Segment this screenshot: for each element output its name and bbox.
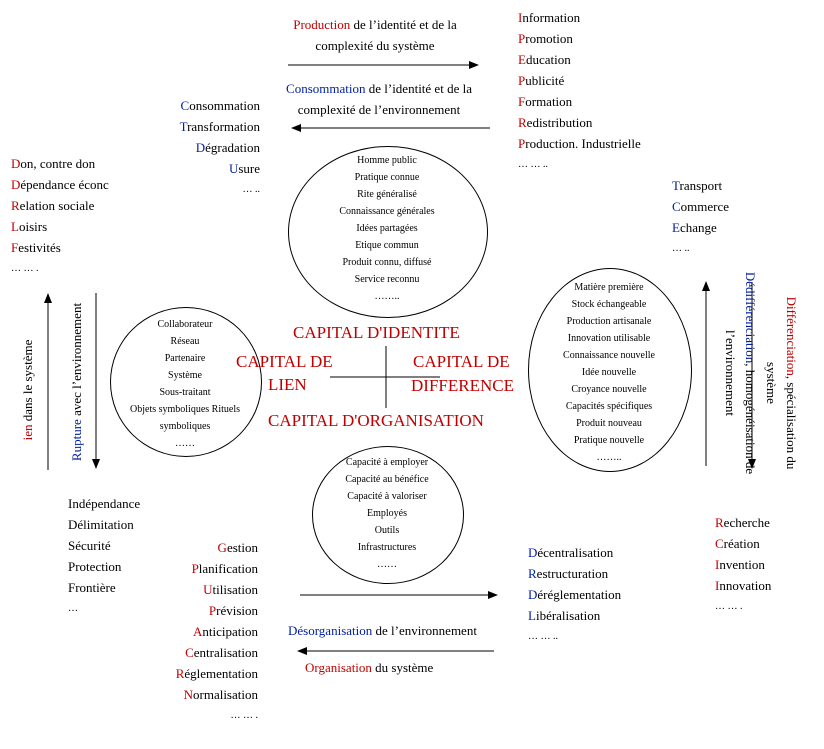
left-lower-list: Indépendance Délimitation Sécurité Prote… — [68, 496, 141, 614]
circle-difference-items: Matière première Stock échangeable Produ… — [563, 282, 655, 463]
capital-organisation: CAPITAL D'ORGANISATION — [268, 411, 484, 430]
circle-lien — [110, 307, 262, 457]
top-left-list: Consommation Transformation Dégradation … — [179, 98, 260, 195]
vertical-rupture: Rupture avec l’environnement — [69, 302, 84, 462]
bottom-left-list: Gestion Planification Utilisation Prévis… — [175, 540, 258, 721]
circle-identite — [288, 146, 488, 318]
vertical-diff: Différenciation, spécialisation du systè… — [764, 296, 799, 470]
capital-lien-line1: CAPITAL DE — [236, 352, 333, 371]
capital-lien-line2: LIEN — [268, 375, 307, 394]
top-right-list: Information Promotion Education Publicit… — [518, 10, 641, 170]
vertical-lien-systeme: ien dans le système — [20, 339, 35, 441]
circle-organisation — [312, 446, 464, 584]
left-list: Don, contre don Dépendance éconc Relatio… — [11, 156, 109, 274]
capital-difference-line2: DIFFERENCE — [411, 376, 514, 395]
organisation-caption: Organisation du système — [305, 660, 434, 675]
right-lower-list: Recherche Création Invention Innovation … — [715, 515, 772, 612]
vertical-dediff: Dédifférenciation, homogénéisation de l’… — [723, 271, 758, 475]
right-list: Transport Commerce Echange … .. — [672, 178, 730, 254]
desorganisation-caption: Désorganisation de l’environnement — [288, 623, 477, 638]
production-caption: Production de l’identité et de la comple… — [293, 17, 457, 53]
capital-identite: CAPITAL D'IDENTITE — [293, 323, 460, 342]
bottom-right-list: Décentralisation Restructuration Dérégle… — [528, 545, 622, 642]
circle-identite-items: Homme public Pratique connue Rite généra… — [339, 155, 435, 302]
circle-lien-items: Collaborateur Réseau Partenaire Système … — [130, 319, 240, 449]
consommation-caption: Consommation de l’identité et de la comp… — [286, 81, 472, 117]
circle-difference — [528, 268, 692, 472]
circle-organisation-items: Capacité à employer Capacité au bénéfice… — [345, 457, 429, 570]
capital-difference-line1: CAPITAL DE — [413, 352, 510, 371]
